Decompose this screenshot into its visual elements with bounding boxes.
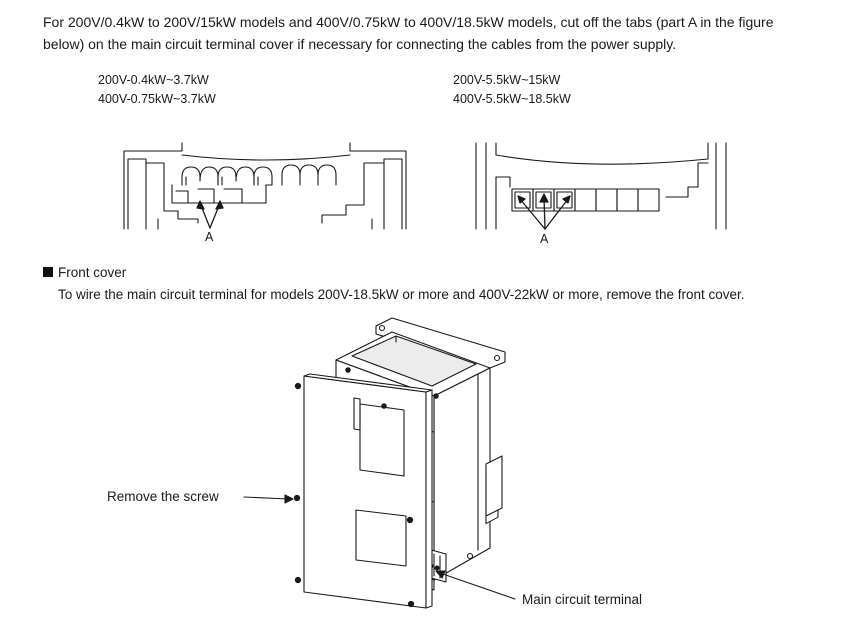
screw-callout-arrowhead bbox=[284, 494, 294, 504]
screw-icon bbox=[381, 403, 387, 409]
tab-row bbox=[171, 164, 337, 204]
front-cover-instruction: To wire the main circuit terminal for mo… bbox=[58, 287, 745, 302]
screw-callout-arrow bbox=[243, 496, 289, 500]
part-a-arrows bbox=[517, 193, 571, 230]
screw-icon bbox=[433, 393, 439, 399]
square-bullet-icon bbox=[43, 267, 53, 277]
screw-icon bbox=[407, 600, 415, 608]
figure-left-caption-line-2: 400V-0.75kW~3.7kW bbox=[98, 92, 216, 106]
screw-icon bbox=[294, 382, 302, 390]
screw-icon bbox=[345, 367, 351, 373]
figure-right-part-label: A bbox=[540, 232, 549, 246]
screws bbox=[293, 367, 439, 608]
figure-right-caption: 200V-5.5kW~15kW 400V-5.5kW~18.5kW bbox=[453, 71, 571, 109]
terminal-callout-arrow bbox=[439, 572, 516, 600]
screw-icon bbox=[293, 494, 301, 502]
screw-icon bbox=[294, 576, 302, 584]
screw-icon bbox=[406, 516, 414, 524]
figure-right-caption-line-1: 200V-5.5kW~15kW bbox=[453, 73, 561, 87]
terminal-callout-arrowhead bbox=[435, 570, 446, 579]
front-cover-heading-text: Front cover bbox=[58, 265, 127, 280]
figure-left-caption: 200V-0.4kW~3.7kW 400V-0.75kW~3.7kW bbox=[98, 71, 216, 109]
terminal-callout-label: Main circuit terminal bbox=[522, 592, 642, 607]
cover-outline bbox=[123, 142, 407, 230]
callout-arrows bbox=[243, 494, 516, 600]
terminal-cover-diagram-small: A bbox=[123, 142, 407, 244]
intro-paragraph: For 200V/0.4kW to 200V/15kW models and 4… bbox=[43, 11, 803, 55]
part-a-arrows bbox=[196, 200, 224, 229]
figure-right-caption-line-2: 400V-5.5kW~18.5kW bbox=[453, 92, 571, 106]
intro-line-1: For 200V/0.4kW to 200V/15kW models and 4… bbox=[43, 14, 774, 30]
figure-left-caption-line-1: 200V-0.4kW~3.7kW bbox=[98, 73, 209, 87]
figure-left-part-label: A bbox=[205, 230, 214, 244]
tab-row bbox=[511, 188, 660, 212]
inverter-front-cover-illustration: Remove the screw Main circuit terminal bbox=[107, 317, 642, 609]
intro-line-2: below) on the main circuit terminal cove… bbox=[43, 36, 677, 52]
cover-outline bbox=[475, 142, 727, 230]
front-cover-heading: Front cover bbox=[43, 264, 126, 282]
front-cover-panel bbox=[303, 373, 433, 609]
screw-callout-label: Remove the screw bbox=[107, 489, 219, 504]
terminal-cover-diagram-large: A bbox=[475, 142, 727, 246]
